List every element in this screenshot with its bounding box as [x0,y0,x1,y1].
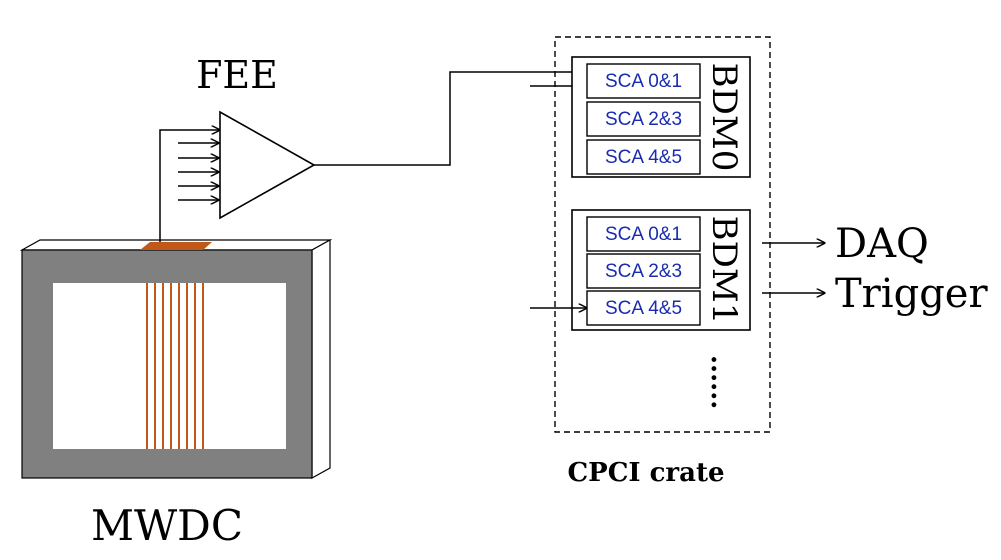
bdm0-name: BDM0 [704,63,744,172]
chamber-connector [140,242,212,250]
cpci-crate [554,36,771,433]
chamber-side-face [311,238,331,480]
bdm0-sca-box [586,63,701,99]
chamber-window [53,283,286,449]
fee-label: FEE [196,53,278,97]
bdm1-board: SCA 0&1 SCA 2&3 SCA 4&5 BDM1 [571,209,751,331]
amplifier-triangle [219,110,316,220]
fee-to-bdm0-line [314,72,587,166]
trigger-label: Trigger [835,271,988,317]
bdm1-sca-label: SCA 2&3 [605,261,682,282]
bdm1-name: BDM1 [704,216,744,325]
bdm1-sca-box [586,253,701,289]
bdm1-sca-box [586,216,701,252]
bdm0-sca-label: SCA 2&3 [605,109,682,130]
bdm0-sca-box [586,139,701,175]
daq-label: DAQ [835,221,929,267]
bdm1-sca-label: SCA 4&5 [605,298,682,319]
chamber-to-fee-line [159,130,220,242]
sense-wires [146,283,204,449]
bdm0-board: SCA 0&1 SCA 2&3 SCA 4&5 BDM0 [571,56,751,178]
cpci-crate-label: CPCI crate [567,458,724,488]
bdm1-sca-box [586,290,701,326]
bdm1-sca-label: SCA 0&1 [605,224,682,245]
more-boards-ellipsis: ...... [705,355,735,409]
mwdc-label: MWDC [91,501,243,550]
mwdc-chamber [19,238,333,480]
bdm0-sca-box [586,101,701,137]
bdm0-sca-label: SCA 0&1 [605,71,682,92]
fee-amplifier [178,110,316,220]
bdm0-sca-label: SCA 4&5 [605,147,682,168]
